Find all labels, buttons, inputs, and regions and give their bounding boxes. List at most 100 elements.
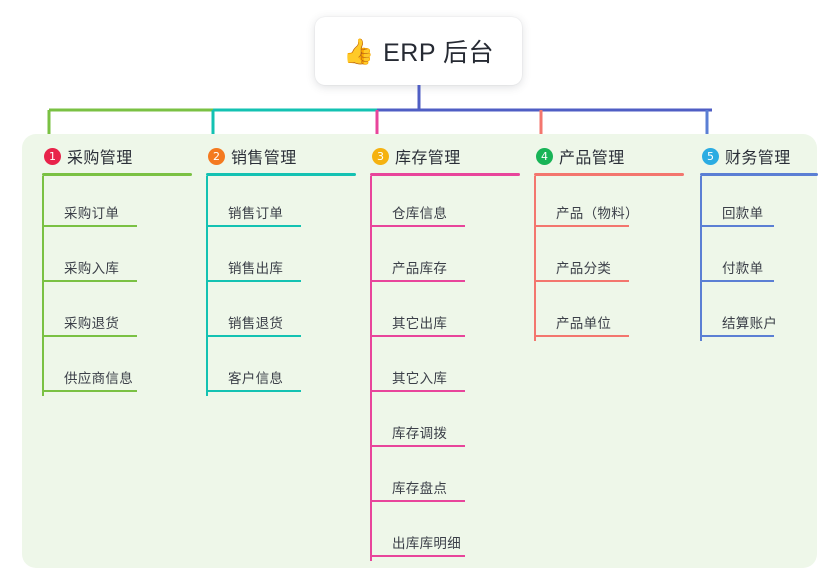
- menu-item[interactable]: 产品（物料）: [534, 176, 684, 231]
- menu-item-rule: [534, 335, 629, 337]
- menu-item[interactable]: 付款单: [700, 231, 818, 286]
- menu-item-rule: [42, 390, 137, 392]
- menu-item-rule: [206, 225, 301, 227]
- menu-item-rule: [700, 335, 774, 337]
- menu-item-rule: [370, 500, 465, 502]
- menu-item[interactable]: 仓库信息: [370, 176, 520, 231]
- menu-item[interactable]: 其它入库: [370, 341, 520, 396]
- menu-item-rule: [534, 225, 629, 227]
- column-header-rule: [700, 173, 818, 176]
- column-header-4[interactable]: 4 产品管理: [534, 143, 684, 169]
- menu-item-label: 库存调拨: [392, 426, 448, 441]
- menu-item-rule: [42, 335, 137, 337]
- menu-item[interactable]: 产品库存: [370, 231, 520, 286]
- column-header-3[interactable]: 3 库存管理: [370, 143, 520, 169]
- diagram-canvas: [22, 134, 817, 568]
- menu-item[interactable]: 采购退货: [42, 286, 192, 341]
- column-stem: [534, 176, 536, 341]
- column-items: 采购订单采购入库采购退货供应商信息: [42, 176, 192, 396]
- menu-item[interactable]: 其它出库: [370, 286, 520, 341]
- menu-item[interactable]: 销售出库: [206, 231, 356, 286]
- menu-item-label: 结算账户: [722, 316, 778, 331]
- column-1: 1 采购管理采购订单采购入库采购退货供应商信息: [42, 143, 192, 396]
- menu-item-rule: [700, 225, 774, 227]
- menu-item-rule: [370, 555, 465, 557]
- column-header-1[interactable]: 1 采购管理: [42, 143, 192, 169]
- menu-item[interactable]: 产品单位: [534, 286, 684, 341]
- menu-item-rule: [370, 445, 465, 447]
- menu-item[interactable]: 供应商信息: [42, 341, 192, 396]
- column-header-rule: [370, 173, 520, 176]
- menu-item[interactable]: 销售订单: [206, 176, 356, 231]
- column-stem: [370, 176, 372, 561]
- column-4: 4 产品管理产品（物料） 产品分类产品单位: [534, 143, 684, 341]
- column-items: 仓库信息产品库存其它出库其它入库库存调拨库存盘点出库库明细: [370, 176, 520, 561]
- column-title: 采购管理: [67, 150, 133, 167]
- column-stem: [206, 176, 208, 396]
- column-header-2[interactable]: 2 销售管理: [206, 143, 356, 169]
- column-badge-icon: 3: [372, 147, 389, 165]
- menu-item-label: 产品单位: [556, 316, 612, 331]
- column-3: 3 库存管理仓库信息产品库存其它出库其它入库库存调拨库存盘点出库库明细: [370, 143, 520, 561]
- menu-item-label: 其它出库: [392, 316, 448, 331]
- title-content: 👍 ERP 后台: [343, 33, 494, 69]
- column-header-rule: [534, 173, 684, 176]
- menu-item-label: 采购订单: [64, 206, 120, 221]
- column-title: 销售管理: [231, 150, 297, 167]
- column-badge-icon: 1: [44, 147, 61, 165]
- menu-item-label: 出库库明细: [392, 536, 461, 551]
- menu-item-label: 仓库信息: [392, 206, 448, 221]
- menu-item-rule: [370, 335, 465, 337]
- menu-item-rule: [42, 280, 137, 282]
- menu-item-label: 产品（物料）: [556, 206, 639, 221]
- menu-item-label: 回款单: [722, 206, 764, 221]
- menu-item-rule: [206, 390, 301, 392]
- menu-item[interactable]: 客户信息: [206, 341, 356, 396]
- column-5: 5 财务管理回款单付款单结算账户: [700, 143, 818, 341]
- menu-item-label: 库存盘点: [392, 481, 448, 496]
- menu-item-rule: [700, 280, 774, 282]
- column-header-rule: [42, 173, 192, 176]
- column-title: 财务管理: [725, 150, 791, 167]
- menu-item[interactable]: 库存盘点: [370, 451, 520, 506]
- menu-item-rule: [370, 390, 465, 392]
- menu-item[interactable]: 采购入库: [42, 231, 192, 286]
- menu-item-label: 供应商信息: [64, 371, 133, 386]
- menu-item-label: 销售出库: [228, 261, 284, 276]
- column-badge-icon: 2: [208, 147, 225, 165]
- diagram-root-title-card[interactable]: 👍 ERP 后台: [315, 17, 522, 85]
- menu-item-label: 销售退货: [228, 316, 284, 331]
- column-header-rule: [206, 173, 356, 176]
- menu-item-label: 销售订单: [228, 206, 284, 221]
- menu-item-label: 产品分类: [556, 261, 612, 276]
- menu-item-label: 采购入库: [64, 261, 120, 276]
- menu-item[interactable]: 产品分类: [534, 231, 684, 286]
- column-items: 回款单付款单结算账户: [700, 176, 818, 341]
- menu-item[interactable]: 结算账户: [700, 286, 818, 341]
- menu-item-rule: [534, 280, 629, 282]
- menu-item[interactable]: 出库库明细: [370, 506, 520, 561]
- menu-item[interactable]: 回款单: [700, 176, 818, 231]
- menu-item-label: 客户信息: [228, 371, 284, 386]
- page-title: ERP 后台: [383, 39, 495, 67]
- menu-item[interactable]: 采购订单: [42, 176, 192, 231]
- column-title: 产品管理: [559, 150, 625, 167]
- column-items: 产品（物料） 产品分类产品单位: [534, 176, 684, 341]
- column-items: 销售订单销售出库销售退货客户信息: [206, 176, 356, 396]
- thumbs-up-icon: 👍: [342, 36, 375, 66]
- menu-item[interactable]: 销售退货: [206, 286, 356, 341]
- column-badge-icon: 5: [702, 147, 719, 165]
- column-2: 2 销售管理销售订单销售出库销售退货客户信息: [206, 143, 356, 396]
- menu-item-label: 付款单: [722, 261, 764, 276]
- column-stem: [42, 176, 44, 396]
- menu-item[interactable]: 库存调拨: [370, 396, 520, 451]
- column-title: 库存管理: [395, 150, 461, 167]
- menu-item-rule: [206, 280, 301, 282]
- menu-item-rule: [370, 280, 465, 282]
- column-header-5[interactable]: 5 财务管理: [700, 143, 818, 169]
- menu-item-label: 其它入库: [392, 371, 448, 386]
- menu-item-rule: [370, 225, 465, 227]
- menu-item-rule: [206, 335, 301, 337]
- column-badge-icon: 4: [536, 147, 553, 165]
